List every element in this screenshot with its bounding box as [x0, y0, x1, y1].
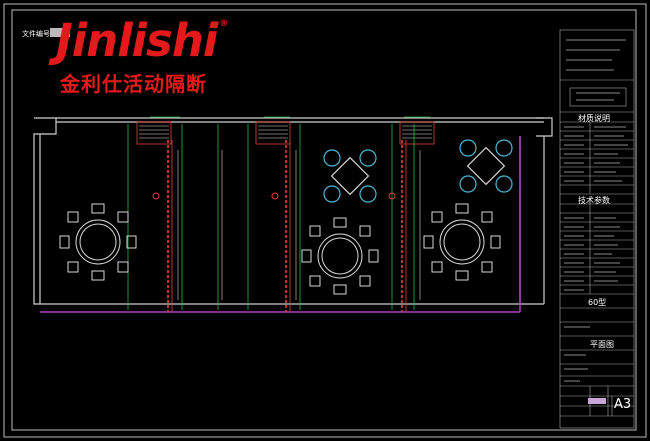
partition-1 [136, 121, 173, 312]
partition-2 [255, 121, 291, 312]
brand-subtitle: 金利仕活动隔断 [60, 72, 207, 96]
brand-logo: Jinlishi® [56, 18, 228, 63]
doc-number-label: 文件编号 [22, 30, 50, 38]
brand-name: Jinlishi [56, 14, 218, 67]
inner-border [11, 9, 637, 431]
round-dining-table-icon [59, 203, 501, 295]
registered-mark: ® [219, 19, 228, 29]
title-sheet-size: A3 [614, 397, 632, 412]
section-marker-icon [152, 192, 396, 200]
outer-border [3, 3, 647, 438]
dimension-lines [127, 116, 430, 310]
title-block [559, 29, 635, 429]
lounge-seating-icon [323, 139, 513, 203]
title-block-stamp [588, 398, 606, 404]
room-walls [33, 117, 553, 305]
title-tech: 技术参数 [578, 196, 610, 205]
title-block-text [564, 39, 628, 382]
dimension-ticks [177, 150, 421, 300]
title-drawing-name: 平面图 [590, 340, 614, 349]
doc-number-value [50, 28, 70, 37]
title-scale: 60型 [588, 298, 607, 307]
partition-3 [399, 121, 435, 312]
title-material: 材质说明 [578, 114, 610, 123]
